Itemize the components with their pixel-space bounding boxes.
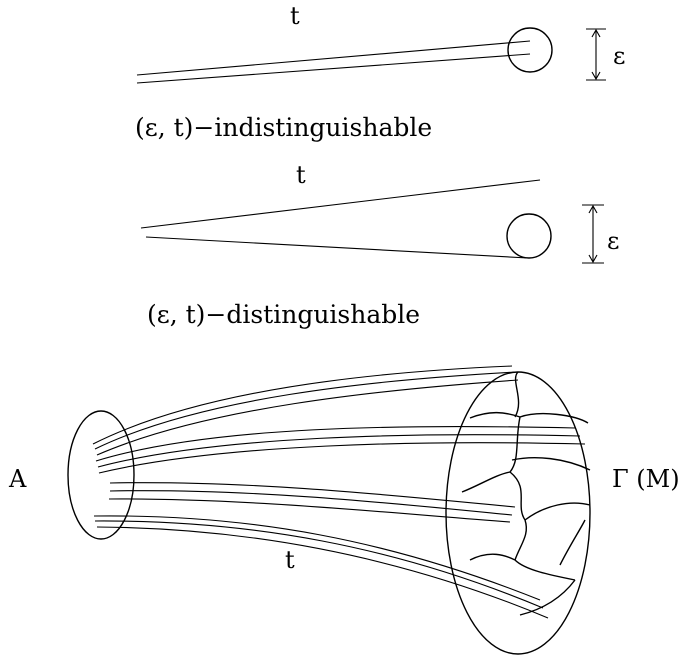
middle-epsilon-ball [506,213,552,259]
middle-epsilon-label: ε [607,227,619,255]
bottom-t-label: t [285,546,295,574]
middle-t-label: t [296,161,306,189]
middle-epsilon-marker [582,204,604,264]
distinguishable-figure: t ε (ε, t)−distinguishable [140,161,619,329]
phase-space-ellipse [445,371,591,655]
indistinguishable-caption: (ε, t)−indistinguishable [135,113,432,142]
top-epsilon-label: ε [613,42,625,70]
top-epsilon-ball [507,27,553,73]
flow-figure: A t [8,365,680,655]
top-trajectory-2 [136,53,531,84]
middle-trajectory-1 [140,179,541,229]
phase-space-label: Γ (M) [612,465,680,493]
set-a-ellipse [67,410,135,540]
trajectory-bundle [92,365,586,619]
set-a-label: A [8,465,27,493]
top-trajectory-1 [136,40,531,76]
phase-space-partition [461,371,591,616]
indistinguishable-figure: t ε (ε, t)−indistinguishable [135,2,625,142]
middle-trajectory-2 [145,236,529,259]
distinguishable-caption: (ε, t)−distinguishable [147,300,420,329]
top-epsilon-marker [586,28,606,81]
top-t-label: t [290,2,300,30]
